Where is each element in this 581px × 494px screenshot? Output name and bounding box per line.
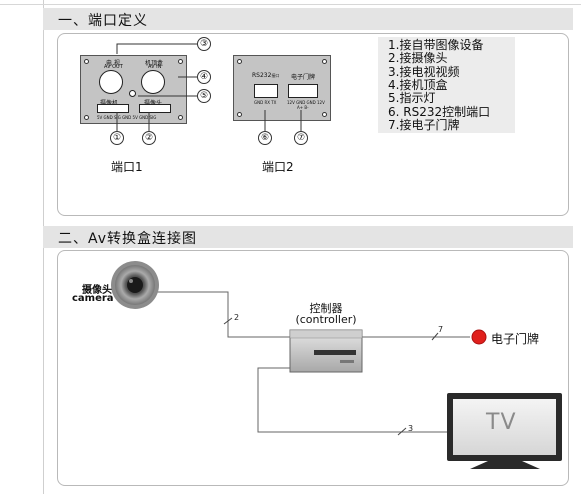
- callout-5: ⑤: [197, 89, 211, 103]
- wire-camera-label: 2: [234, 313, 240, 322]
- jack-left-label: 电 视: [106, 60, 120, 67]
- section1-header-bar: [43, 8, 573, 30]
- doorplate-pins: 12V GND GND 12V: [287, 100, 325, 105]
- legend-item: 4.接机顶盒: [388, 78, 448, 92]
- legend-item: 2.接摄像头: [388, 51, 448, 65]
- screw-icon: [178, 115, 183, 120]
- port1-caption: 端口1: [111, 160, 143, 174]
- callout-3: ③: [197, 37, 211, 51]
- rs232-port[interactable]: [254, 84, 278, 98]
- screw-icon: [178, 59, 183, 64]
- doorplate-port-label: 电子门牌: [291, 74, 316, 81]
- wire-tv-label: 3: [408, 424, 414, 433]
- jack-right-sublabel: AV IN: [148, 64, 162, 70]
- top-rule: [0, 4, 581, 5]
- wire-camera: [156, 291, 292, 338]
- legend-item: 6. RS232控制端口: [388, 105, 491, 119]
- section2-title: 二、Av转换盒连接图: [58, 231, 198, 247]
- callout-2: ②: [142, 131, 156, 145]
- legend-item: 7.接电子门牌: [388, 118, 460, 132]
- rs232-pins: GND RX TX: [254, 100, 277, 105]
- jack-right-label: 机顶盒: [145, 60, 164, 67]
- screw-icon: [322, 59, 327, 64]
- indicator-light: [129, 90, 136, 97]
- screw-icon: [322, 112, 327, 117]
- port-legend: 1.接自带图像设备 2.接摄像头 3.接电视视频 4.接机顶盒 5.指示灯 6.…: [378, 37, 515, 133]
- doorplate-pins2: A+ B-: [297, 105, 309, 110]
- port2-plate: RS232接口 电子门牌 GND RX TX 12V GND GND 12V A…: [233, 55, 331, 121]
- camera-icon: [111, 261, 159, 309]
- controller-box-icon: [289, 329, 363, 373]
- port-right-label: 摄像头: [144, 98, 162, 107]
- doorplate-dot-icon: [471, 329, 487, 345]
- screw-icon: [237, 112, 242, 117]
- tv-label: TV: [486, 410, 517, 435]
- controller-label-en: (controller): [295, 313, 357, 326]
- screw-icon: [237, 59, 242, 64]
- legend-item: 5.指示灯: [388, 91, 436, 105]
- camera-port[interactable]: [139, 104, 171, 113]
- doorplate-port[interactable]: [288, 84, 318, 98]
- legend-item: 3.接电视视频: [388, 65, 460, 79]
- wire-doorplate-label: 7: [438, 325, 444, 334]
- callout-7: ⑦: [294, 131, 308, 145]
- camera-label-cn: 摄像头: [82, 285, 112, 296]
- section1-title: 一、端口定义: [58, 13, 148, 29]
- port1-plate: 电 视 AV OUT 机顶盒 AV IN 摄像机 摄像头 5V GND SIG …: [80, 55, 187, 124]
- legend-item: 1.接自带图像设备: [388, 38, 484, 52]
- controller-label-cn: 控制器: [309, 302, 343, 315]
- callout-6: ⑥: [258, 131, 272, 145]
- camera-in-port[interactable]: [97, 104, 129, 113]
- rs232-label: RS232接口: [252, 72, 279, 79]
- av-out-jack[interactable]: [99, 70, 123, 94]
- camera-label-en: camera: [72, 293, 114, 304]
- port-left-label: 摄像机: [100, 98, 118, 107]
- jack-left-sublabel: AV OUT: [104, 64, 123, 70]
- rs232-sublabel: 接口: [271, 73, 280, 78]
- tv-icon: [447, 393, 562, 469]
- callout-1: ①: [110, 131, 124, 145]
- wire-tv: [257, 367, 447, 433]
- doorplate-label: 电子门牌: [491, 332, 540, 346]
- port2-caption: 端口2: [262, 160, 294, 174]
- callout-4: ④: [197, 70, 211, 84]
- section2-header-bar: [43, 226, 573, 248]
- pin-strip-label: 5V GND SIG GND 5V GND SIG: [97, 115, 157, 120]
- screw-icon: [84, 115, 89, 120]
- screw-icon: [84, 59, 89, 64]
- rs232-label-text: RS232: [252, 72, 272, 79]
- av-in-jack[interactable]: [141, 70, 165, 94]
